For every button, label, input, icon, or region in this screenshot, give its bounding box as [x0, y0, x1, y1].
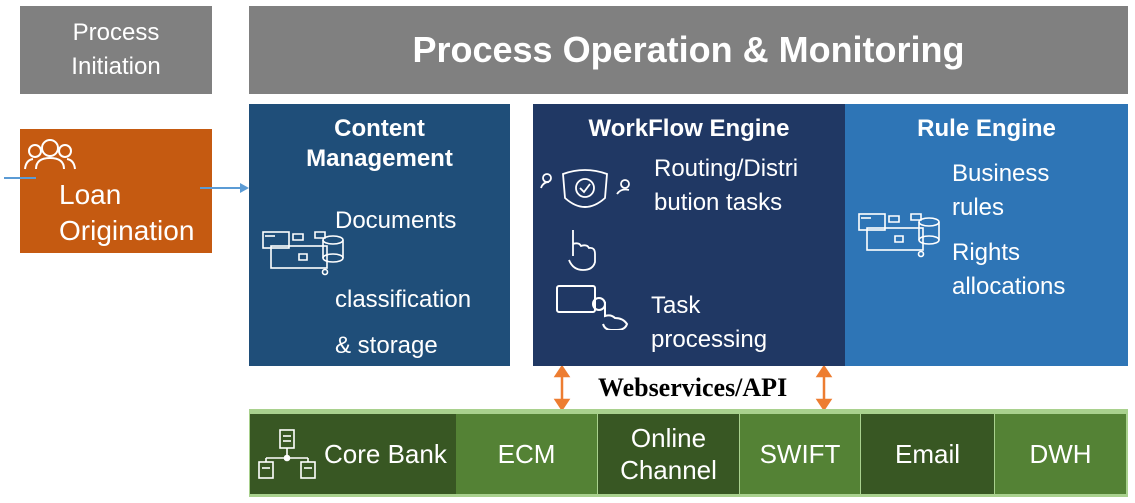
system-swift: SWIFT: [740, 414, 860, 494]
system-dwh-label: DWH: [1029, 439, 1092, 469]
system-ecm: ECM: [456, 414, 597, 494]
operations-banner: Process Operation & Monitoring: [249, 6, 1128, 94]
api-arrow-right-bottom: [815, 398, 833, 410]
rule-engine-title: Rule Engine: [917, 115, 1056, 142]
process-initiation-box: Process Initiation: [20, 6, 212, 94]
workflow-routing-line2: bution tasks: [654, 189, 783, 216]
hand-pointer-icon: [568, 230, 596, 271]
loan-origination-label-line1: Loan: [59, 179, 122, 210]
rule-business-line2: rules: [952, 194, 1005, 221]
system-dwh: DWH: [995, 414, 1126, 494]
flow-arrow-head: [240, 183, 249, 193]
database-flow-icon: [262, 231, 344, 276]
content-item-storage: & storage: [335, 332, 438, 359]
api-arrow-right-top: [815, 366, 833, 378]
system-swift-label: SWIFT: [759, 439, 841, 469]
system-ecm-label: ECM: [497, 439, 556, 469]
shield-routing-icon: [540, 169, 630, 208]
database-flow-icon: [858, 213, 940, 258]
content-item-documents: Documents: [335, 207, 457, 234]
process-initiation-label-line2: Initiation: [71, 53, 161, 80]
system-email: Email: [861, 414, 994, 494]
operations-banner-title: Process Operation & Monitoring: [412, 29, 965, 70]
rule-rights-line1: Rights: [952, 239, 1021, 266]
workflow-engine-panel: WorkFlow Engine Routing/Distri bution ta…: [533, 104, 845, 366]
content-item-classification: classification: [335, 286, 472, 313]
system-core-bank: Core Bank: [250, 414, 456, 494]
content-management-title-line1: Content: [334, 115, 425, 142]
rule-engine-panel: Rule Engine Business rules Rights alloca…: [845, 104, 1128, 366]
users-group-icon: [24, 139, 76, 170]
api-arrow-left-top: [553, 366, 571, 378]
screen-touch-icon: [556, 285, 629, 330]
system-online-channel: Online Channel: [598, 414, 739, 494]
workflow-routing-line1: Routing/Distri: [654, 155, 799, 182]
api-arrow-left-bottom: [553, 398, 571, 410]
loan-origination-label-line2: Origination: [59, 215, 195, 246]
rule-rights-line2: allocations: [952, 273, 1066, 300]
api-connector-arrows: [553, 366, 833, 410]
system-online-channel-line1: Online: [630, 423, 707, 453]
system-online-channel-line2: Channel: [620, 455, 717, 485]
process-initiation-label-line1: Process: [72, 19, 160, 47]
workflow-task-line2: processing: [651, 326, 768, 353]
loan-flow-arrows: [4, 177, 249, 193]
webservices-api-label: Webservices/API: [598, 373, 788, 402]
workflow-engine-title: WorkFlow Engine: [588, 115, 790, 142]
systems-bar: Core Bank ECM Online Channel SWIFT Email…: [249, 409, 1128, 497]
content-management-panel: Content Management Documents classificat…: [249, 104, 510, 366]
system-email-label: Email: [894, 439, 960, 469]
server-network-icon: [258, 429, 316, 479]
rule-business-line1: Business: [952, 160, 1050, 187]
content-management-title-line2: Management: [306, 145, 453, 172]
workflow-task-line1: Task: [651, 292, 701, 319]
system-core-bank-label: Core Bank: [324, 439, 447, 469]
loan-origination-box: Loan Origination: [20, 129, 212, 253]
